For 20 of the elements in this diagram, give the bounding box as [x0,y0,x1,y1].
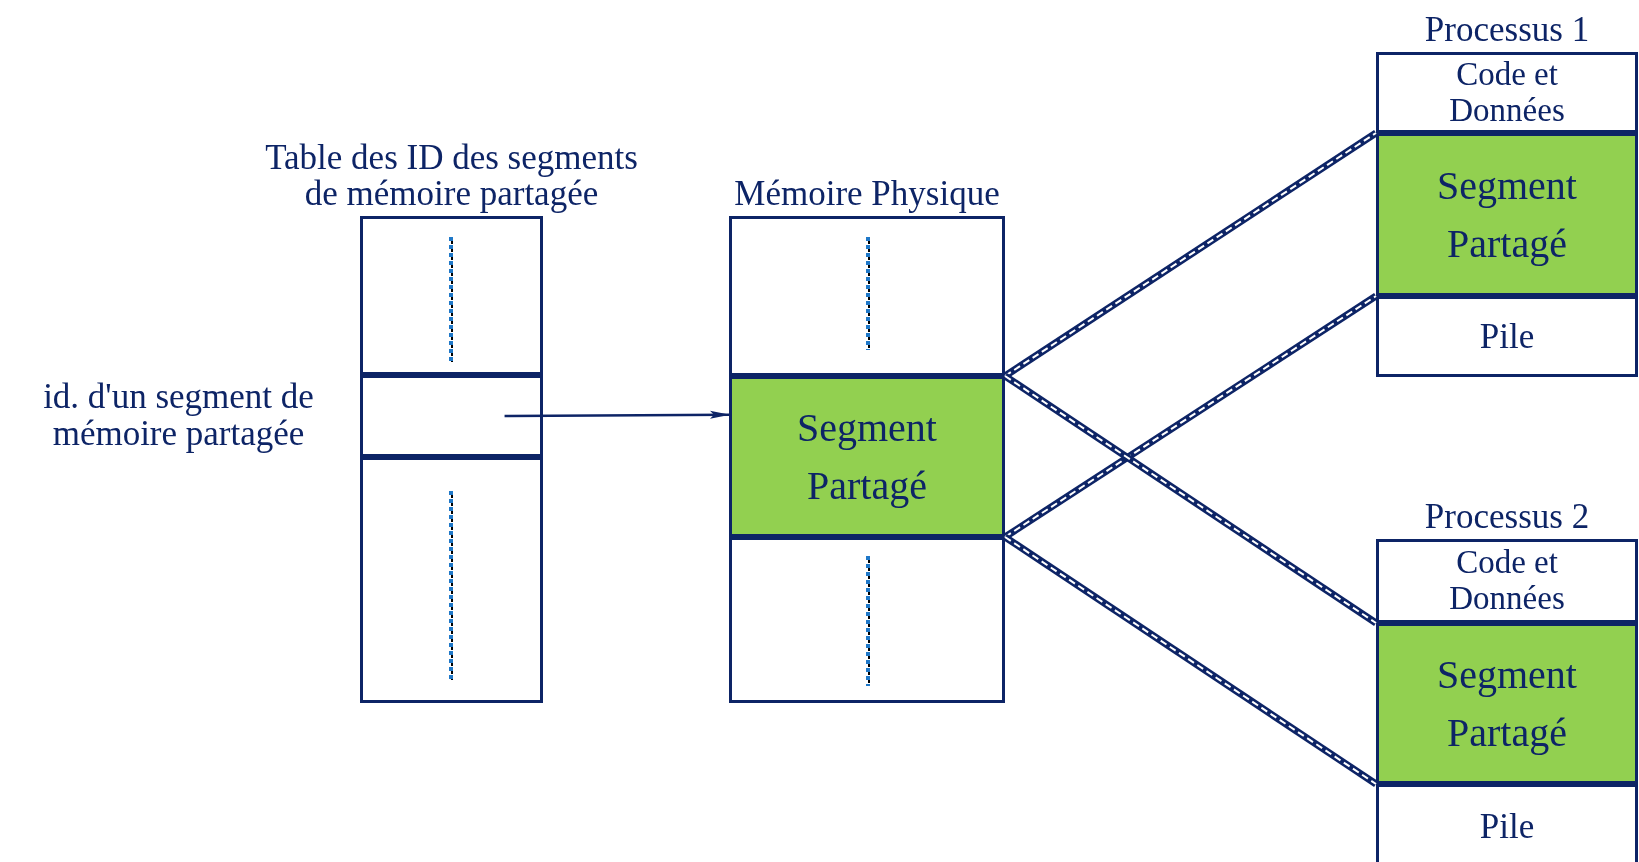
block-heading: Processus 1 [1424,12,1590,49]
arrow [504,410,730,419]
cell-label: Segment Partagé [796,403,938,510]
cell-label: Pile [1479,808,1535,846]
hatched-line [1003,534,1378,787]
block-heading: Table des ID des segments de mémoire partagée [264,139,639,213]
cell-label: Pile [1479,317,1535,356]
annotation-text: id. d'un segment de mémoire partagée [42,379,315,453]
hatched-line [1003,130,1378,379]
shared-segment-box [729,376,1005,537]
hatched-line [1003,293,1378,540]
block-heading: Mémoire Physique [734,176,1000,213]
cell-label: Segment Partagé [1436,650,1578,757]
cell-label: Segment Partagé [1436,161,1578,268]
block-heading: Processus 2 [1424,499,1590,536]
shared-segment-box [1376,133,1638,296]
cell-label: Code et Données [1448,56,1566,129]
shared-segment-box [1376,623,1638,784]
cell-label: Code et Données [1448,545,1566,617]
hatched-line [1003,373,1378,626]
